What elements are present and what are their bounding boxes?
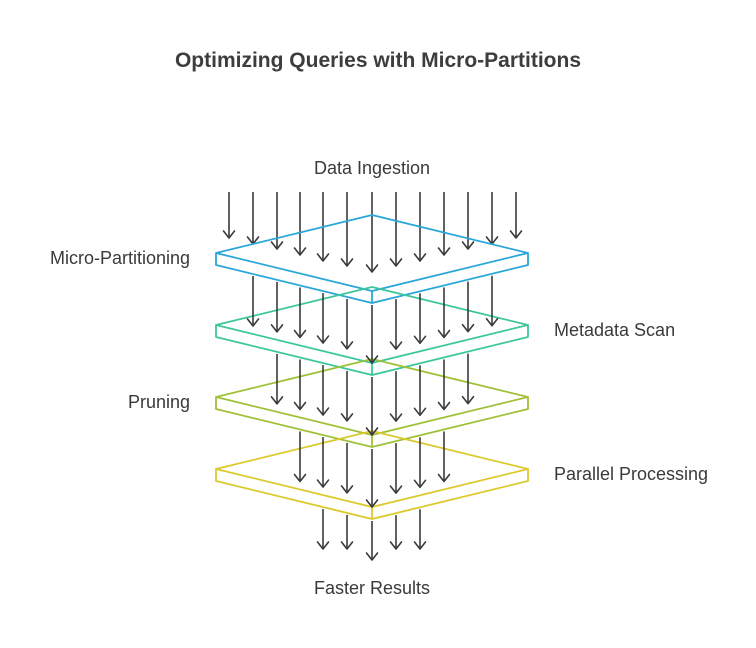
ingest-arrow [222,192,236,239]
output-arrow [413,509,427,550]
output-arrow [340,514,354,550]
output-arrow [365,521,379,561]
flow-arrow [413,365,427,417]
flow-arrow [485,275,499,327]
flow-arrow [293,431,307,483]
flow-arrow [413,293,427,345]
diagram-title: Optimizing Queries with Micro-Partitions [174,49,582,72]
ingest-arrow [270,192,284,250]
ingest-arrow [437,192,451,256]
flow-arrow [413,437,427,489]
ingest-arrow [365,192,379,273]
flow-arrow [270,353,284,405]
flow-arrow [389,299,403,350]
ingest-arrow [316,192,330,262]
metadata-scan-label: Metadata Scan [554,320,676,340]
parallel-processing-label: Parallel Processing [554,464,709,484]
flow-arrow [365,449,379,508]
flow-arrow [270,281,284,333]
ingest-arrow [509,192,523,239]
flow-arrow [246,276,260,327]
ingest-arrow [485,192,499,245]
flow-arrow [461,281,475,333]
flow-arrow [340,298,354,350]
pruning-label: Pruning [127,392,190,412]
flow-arrow [293,359,307,411]
flow-arrow [340,370,354,422]
ingest-arrow [246,192,260,245]
flow-arrow [316,365,330,416]
micro-partitioning-label: Micro-Partitioning [49,248,190,268]
flow-arrow [437,287,451,339]
flow-arrow [365,377,379,436]
flow-arrow [293,287,307,339]
ingest-arrow [340,192,354,267]
flow-arrow [316,437,330,488]
flow-arrow [437,359,451,411]
plate-micro-partitioning [215,214,529,304]
ingest-arrow [293,192,307,256]
flow-arrow [437,431,451,483]
output-arrow [316,509,330,550]
ingest-arrow [389,192,403,267]
flow-arrow [340,442,354,494]
flow-arrow [365,305,379,364]
flow-arrow [389,371,403,422]
flow-arrow [389,443,403,494]
flow-arrow [316,293,330,344]
ingest-arrow [461,192,475,250]
flow-arrow [461,353,475,405]
output-arrow [389,515,403,550]
faster-results-label: Faster Results [313,578,431,598]
data-ingestion-label: Data Ingestion [313,158,431,178]
